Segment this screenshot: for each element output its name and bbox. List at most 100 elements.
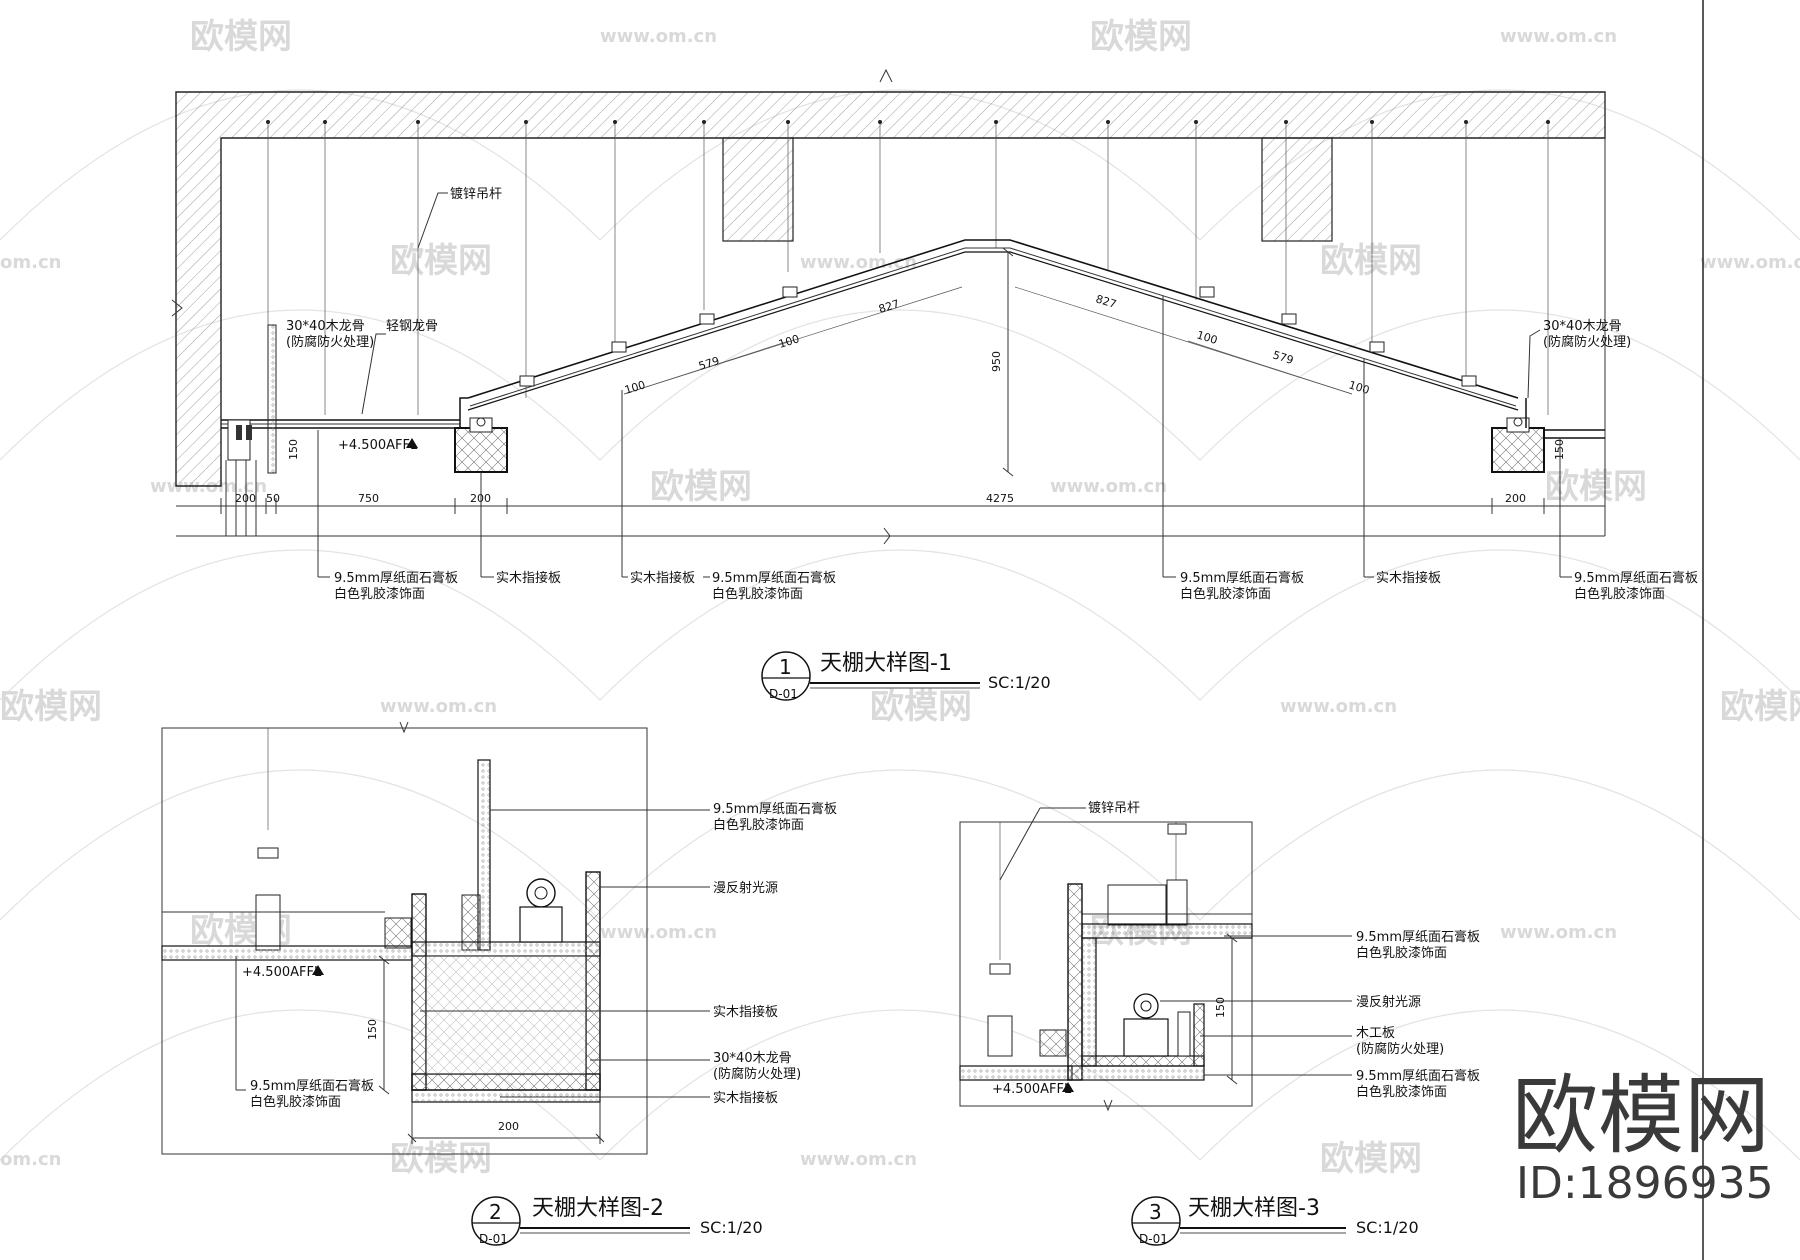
level-triangle	[406, 438, 418, 448]
dim-50: 50	[266, 492, 280, 505]
dim-827-left: 827	[877, 297, 901, 316]
sheet-reference: D-01	[769, 687, 798, 701]
watermark-brand: 欧模网	[390, 241, 492, 281]
light-trough-right	[1491, 398, 1605, 473]
label-gypsum-finish: 白色乳胶漆饰面	[1356, 1084, 1447, 1100]
dim-200: 200	[498, 1120, 519, 1133]
detail-view-1: 950 827 827 579 579 100 100 100 100 200 …	[171, 68, 1698, 701]
label-gypsum-board: 9.5mm厚纸面石膏板	[334, 570, 458, 586]
label-light-steel-keel: 轻钢龙骨	[386, 319, 438, 334]
watermark-site: www.om.cn	[800, 252, 917, 273]
label-wood-keel-right: 30*40木龙骨	[1543, 319, 1622, 334]
label-light-source: 漫反射光源	[713, 880, 778, 896]
watermark-site: om.cn	[0, 252, 61, 273]
detail-view-3: 镀锌吊杆 9.5mm厚纸面石膏板 白色乳胶漆饰面 漫反射光源 木工板 (防腐防火…	[959, 800, 1480, 1246]
concrete-slab	[175, 91, 1606, 487]
view-title: 天棚大样图-3	[1188, 1196, 1320, 1221]
dim-200-right: 200	[1505, 492, 1526, 505]
watermark-site: www.om.cn	[600, 26, 717, 47]
watermark-brand: 欧模网	[650, 467, 752, 507]
label-gypsum-board: 9.5mm厚纸面石膏板	[250, 1078, 374, 1094]
dim-579-left: 579	[697, 354, 721, 373]
dim-100: 100	[623, 378, 647, 397]
light-trough	[1067, 883, 1205, 1081]
dim-579-right: 579	[1271, 348, 1295, 367]
dim-100: 100	[777, 332, 801, 351]
label-solid-wood-board: 实木指接板	[630, 570, 695, 586]
watermark-brand: 欧模网	[1320, 1139, 1422, 1179]
watermark-site: www.om.cn	[600, 922, 717, 943]
view-scale: SC:1/20	[988, 673, 1051, 692]
view-title: 天棚大样图-2	[532, 1196, 664, 1221]
view-title-1: 1 D-01 天棚大样图-1 SC:1/20	[761, 651, 1051, 701]
label-solid-wood-board: 实木指接板	[713, 1090, 778, 1106]
dim-950: 950	[990, 351, 1003, 372]
dim-827-right: 827	[1094, 292, 1118, 311]
dim-100: 100	[1347, 378, 1371, 397]
dim-200-left: 200	[235, 492, 256, 505]
level-triangle	[1062, 1082, 1074, 1092]
sloped-ceiling	[467, 239, 1519, 411]
watermark-layer: 欧模网 www.om.cn 欧模网 www.om.cn om.cn 欧模网 ww…	[0, 17, 1800, 1179]
level-triangle	[312, 965, 324, 975]
detail-number: 3	[1149, 1200, 1162, 1224]
label-hanger-rod: 镀锌吊杆	[450, 186, 502, 202]
label-gypsum-finish: 白色乳胶漆饰面	[250, 1094, 341, 1110]
dim-750: 750	[358, 492, 379, 505]
label-gypsum-board: 9.5mm厚纸面石膏板	[1356, 1068, 1480, 1084]
brand-name: 欧模网	[1512, 1066, 1770, 1166]
label-gypsum-board: 9.5mm厚纸面石膏板	[1356, 929, 1480, 945]
label-wood-keel: 30*40木龙骨	[713, 1051, 792, 1066]
watermark-brand: 欧模网	[190, 17, 292, 57]
dim-4275: 4275	[986, 492, 1014, 505]
watermark-site: www.om.cn	[1500, 26, 1617, 47]
watermark-site: www.om.cn	[1050, 476, 1167, 497]
watermark-site: www.om.cn	[380, 696, 497, 717]
light-trough-left	[454, 397, 508, 473]
view-scale: SC:1/20	[700, 1218, 763, 1237]
watermark-brand: 欧模网	[0, 687, 102, 727]
view-title: 天棚大样图-1	[820, 651, 952, 676]
label-wood-board-note: (防腐防火处理)	[1356, 1041, 1444, 1057]
label-wood-keel-note: (防腐防火处理)	[713, 1066, 801, 1082]
label-gypsum-board: 9.5mm厚纸面石膏板	[712, 570, 836, 586]
label-wood-keel-left-note: (防腐防火处理)	[286, 334, 374, 350]
label-light-source: 漫反射光源	[1356, 994, 1421, 1010]
label-gypsum-finish: 白色乳胶漆饰面	[713, 817, 804, 833]
watermark-brand: 欧模网	[1090, 17, 1192, 57]
level-mark: +4.500AFFL	[992, 1082, 1072, 1097]
label-gypsum-finish: 白色乳胶漆饰面	[1574, 586, 1665, 602]
concrete-beam	[722, 137, 794, 242]
watermark-brand: 欧模网	[1320, 241, 1422, 281]
watermark-brand: 欧模网	[390, 1139, 492, 1179]
brand-id: ID:1896935	[1516, 1158, 1774, 1209]
label-wood-keel-right-note: (防腐防火处理)	[1543, 334, 1631, 350]
view-title-2: 2 D-01 天棚大样图-2 SC:1/20	[471, 1196, 763, 1246]
watermark-site: www.om.cn	[1700, 252, 1800, 273]
label-hanger-rod: 镀锌吊杆	[1088, 800, 1140, 816]
watermark-brand: 欧模网	[870, 687, 972, 727]
watermark-site: www.om.cn	[1280, 696, 1397, 717]
view-scale: SC:1/20	[1356, 1218, 1419, 1237]
concrete-beam	[1261, 137, 1333, 242]
watermark-site: www.om.cn	[800, 1149, 917, 1170]
label-wood-keel-left: 30*40木龙骨	[286, 319, 365, 334]
label-solid-wood-board: 实木指接板	[496, 570, 561, 586]
sheet-reference: D-01	[479, 1232, 508, 1246]
watermark-site: om.cn	[0, 1149, 61, 1170]
label-gypsum-board: 9.5mm厚纸面石膏板	[713, 801, 837, 817]
dim-150: 150	[1214, 997, 1227, 1018]
view-title-3: 3 D-01 天棚大样图-3 SC:1/20	[1131, 1196, 1419, 1246]
level-mark: +4.500AFFL	[242, 965, 322, 980]
label-gypsum-finish: 白色乳胶漆饰面	[1356, 945, 1447, 961]
hanger-rods	[267, 122, 1549, 415]
brand-mark: 欧模网 ID:1896935	[1512, 1066, 1774, 1209]
level-mark: +4.500AFFL	[338, 438, 418, 453]
light-trough	[411, 871, 601, 1103]
dim-150: 150	[366, 1019, 379, 1040]
watermark-brand: 欧模网	[1720, 687, 1800, 727]
label-gypsum-board: 9.5mm厚纸面石膏板	[1180, 570, 1304, 586]
detail-view-2: 9.5mm厚纸面石膏板 白色乳胶漆饰面 漫反射光源 实木指接板 30*40木龙骨…	[161, 721, 837, 1246]
dim-150-left: 150	[287, 439, 300, 460]
